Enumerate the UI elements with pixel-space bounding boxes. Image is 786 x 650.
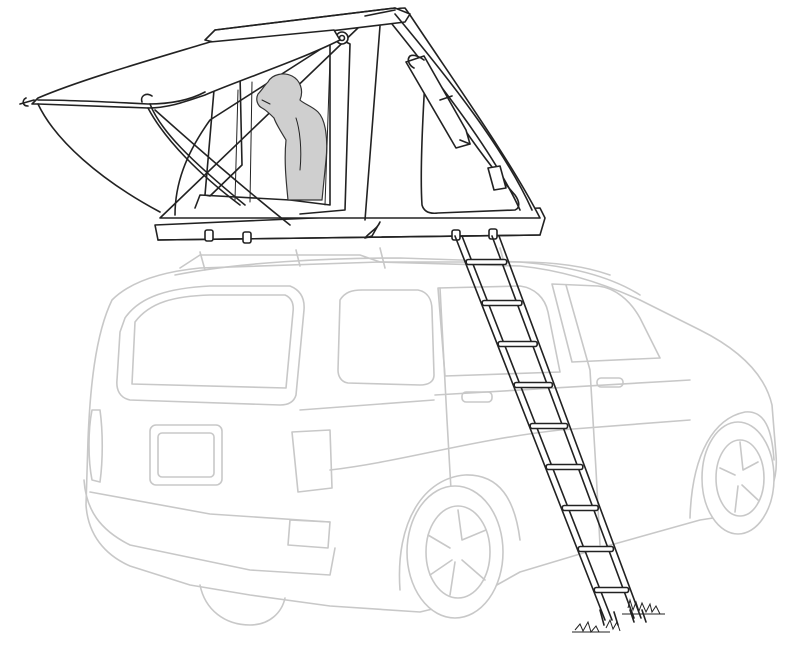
suv-tail-light-right	[291, 429, 333, 493]
ladder	[454, 235, 647, 626]
suv-side-crease	[329, 419, 691, 471]
roof-rack-rail	[179, 254, 611, 276]
suv-roof	[174, 257, 641, 296]
suv-rear-window	[116, 285, 305, 406]
suv-rear-rim	[425, 505, 491, 599]
suv-rear-window-inner	[131, 294, 295, 389]
ladder-rung	[545, 463, 584, 471]
suv-license-plate-inner	[157, 432, 215, 478]
suv-side-window-rear	[337, 289, 435, 386]
ladder-rung	[561, 504, 599, 512]
suv-tail-light	[88, 409, 104, 483]
awning-hook	[22, 93, 153, 107]
rooftop-tent	[154, 7, 546, 244]
grass-tufts	[574, 598, 661, 634]
suv-door-handle-rear	[461, 391, 493, 403]
suv-bumper-detail	[287, 519, 331, 549]
suv-door-handle-front	[596, 377, 624, 388]
tent-rolled-tube	[405, 55, 471, 149]
suv-rear-tire	[406, 485, 504, 619]
suv-side-window-front	[551, 283, 661, 363]
suv	[83, 257, 778, 626]
suv-license-plate	[149, 424, 223, 486]
ground-line	[572, 613, 665, 633]
ladder-feet	[599, 609, 647, 626]
ladder-rung	[577, 545, 615, 553]
suv-front-rim-spokes	[719, 441, 759, 513]
person-silhouette	[256, 73, 328, 201]
suv-side-window-middle	[437, 285, 561, 377]
ladder-rung	[465, 258, 508, 266]
suv-rear-rim-spokes	[427, 509, 487, 596]
awning-pole-right	[154, 109, 291, 226]
suv-front-wheel-arch	[689, 411, 775, 519]
roof-rack-feet	[199, 247, 506, 271]
suv-body	[85, 261, 778, 613]
ladder-rung	[593, 586, 630, 594]
suv-front-rim	[715, 439, 765, 517]
tent-awning	[19, 29, 341, 226]
ladder-rung	[497, 340, 539, 348]
tent-base-shell-edge	[157, 234, 541, 241]
tent-mesh-screen	[234, 57, 331, 206]
suv-rear-wheel-arch	[398, 474, 521, 591]
awning-fabric	[31, 29, 341, 109]
ladder-rung	[513, 381, 554, 389]
awning-poles	[19, 99, 246, 213]
person-detail	[261, 99, 302, 171]
ladder-rung	[529, 422, 569, 430]
tent-rolled-tube-end	[407, 54, 471, 145]
tent-top-rail	[214, 7, 396, 31]
roof-rack	[179, 247, 611, 276]
suv-left-rear-tire	[199, 584, 286, 626]
awning-edge	[37, 91, 206, 105]
tent-gas-strut	[487, 165, 507, 191]
ladder-rung	[481, 299, 523, 307]
ladder-rail-right-inner	[498, 235, 642, 619]
ladder-rungs	[465, 258, 630, 594]
